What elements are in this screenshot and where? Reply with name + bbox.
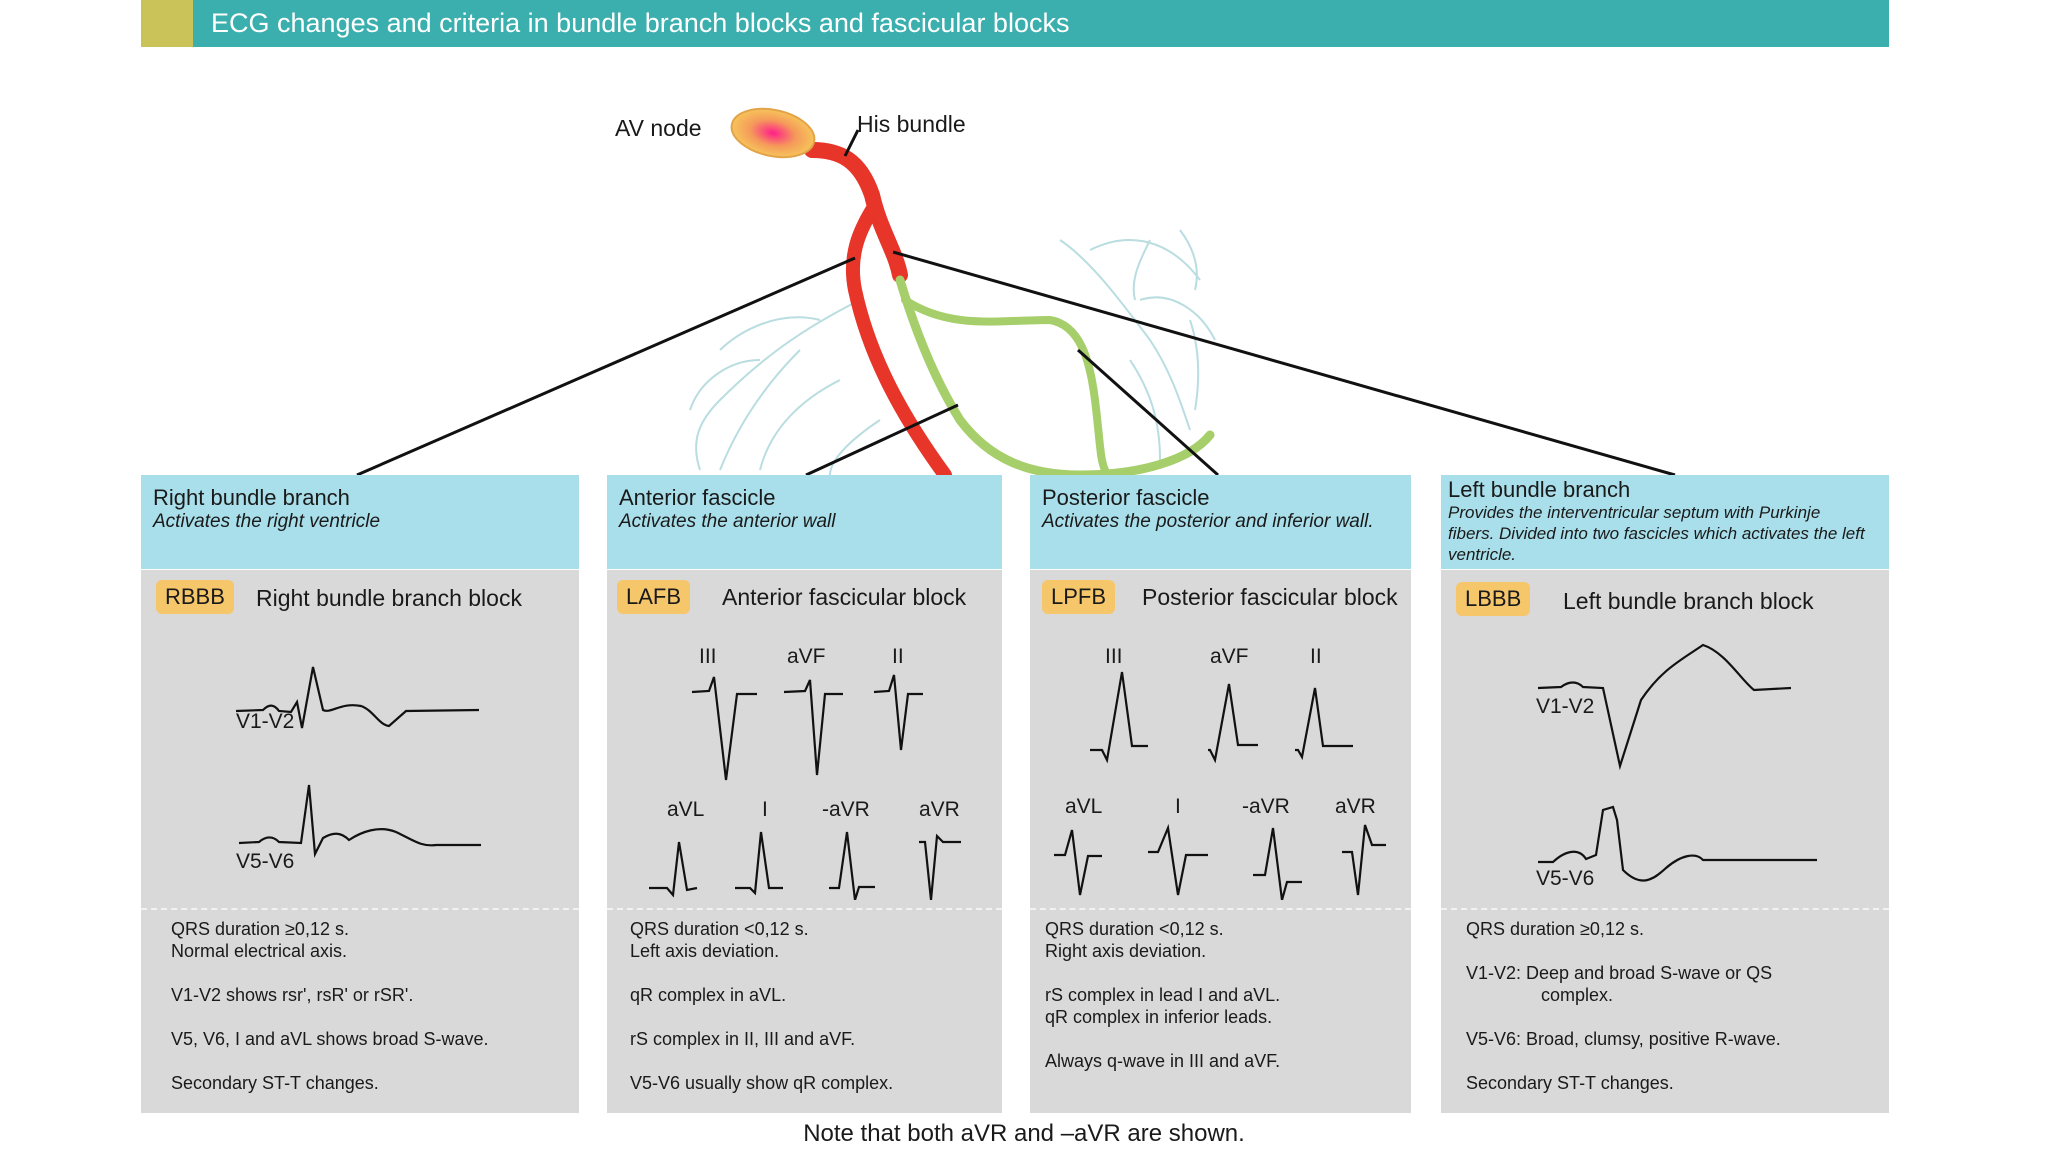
- lead-label: aVL: [667, 798, 705, 821]
- column-title: Left bundle branch: [1448, 477, 1631, 502]
- lead-label: III: [699, 645, 717, 668]
- criterion: Always q-wave in III and aVF.: [1045, 1051, 1281, 1071]
- lpfb-panel: LPFB Posterior fascicular block III aVF …: [1030, 570, 1411, 1113]
- title-banner: ECG changes and criteria in bundle branc…: [141, 0, 1889, 47]
- v1-v2-trace: [1537, 643, 1792, 771]
- rbbb-panel: RBBB Right bundle branch block V1-V2 V5-…: [141, 570, 579, 1113]
- criterion: V1-V2: Deep and broad S-wave or QS: [1466, 963, 1773, 983]
- criterion: V5-V6 usually show qR complex.: [630, 1073, 894, 1093]
- lbbb-badge: LBBB: [1456, 582, 1531, 616]
- lead-label: II: [1310, 645, 1322, 668]
- dashed-divider: [141, 908, 579, 910]
- lead-iii-trace: [691, 676, 757, 781]
- lead-label: aVF: [1210, 645, 1249, 668]
- block-name: Right bundle branch block: [256, 585, 522, 611]
- lead-label: aVL: [1065, 795, 1103, 818]
- v5-v6-trace: [238, 784, 481, 858]
- lead-label: -aVR: [1242, 795, 1290, 818]
- lead-label: aVF: [787, 645, 826, 668]
- column-subtitle: Activates the posterior and inferior wal…: [1042, 511, 1374, 532]
- criterion: V1-V2 shows rsr', rsR' or rSR'.: [171, 985, 414, 1005]
- lead-label: aVR: [919, 798, 960, 821]
- criterion: QRS duration <0,12 s.: [1045, 919, 1224, 939]
- lpfb-ecg-traces: [1054, 671, 1386, 900]
- criterion: QRS duration ≥0,12 s.: [1466, 919, 1644, 939]
- av-node-label: AV node: [615, 115, 702, 141]
- lead-avr-trace: [919, 833, 961, 900]
- lead-ii-trace: [873, 674, 923, 751]
- block-name: Left bundle branch block: [1563, 588, 1814, 614]
- v5-v6-trace: [1538, 805, 1817, 882]
- lead-label: I: [1175, 795, 1181, 818]
- lead-avf-trace: [1208, 683, 1258, 764]
- dashed-divider: [607, 908, 1002, 910]
- block-name: Posterior fascicular block: [1142, 584, 1398, 610]
- lead-label: V5-V6: [236, 850, 295, 873]
- lpfb-badge: LPFB: [1042, 580, 1116, 614]
- leader-lines: [356, 129, 1676, 477]
- lead-avl-trace: [1054, 829, 1102, 896]
- criterion: qR complex in inferior leads.: [1045, 1007, 1273, 1027]
- criterion: rS complex in lead I and aVL.: [1045, 985, 1281, 1005]
- anterior-fascicle-header: Anterior fascicle Activates the anterior…: [607, 475, 1002, 569]
- criterion: Normal electrical axis.: [171, 941, 348, 961]
- lead-label: III: [1105, 645, 1123, 668]
- criterion: qR complex in aVL.: [630, 985, 787, 1005]
- lead-minus-avr-trace: [1253, 827, 1302, 900]
- dashed-divider: [1030, 908, 1411, 910]
- lead-ii-trace: [1295, 687, 1353, 761]
- criterion: V5-V6: Broad, clumsy, positive R-wave.: [1466, 1029, 1781, 1049]
- lafb-badge: LAFB: [617, 580, 691, 614]
- left-bundle-branch-header: Left bundle branch Provides the interven…: [1441, 475, 1889, 569]
- page-title: ECG changes and criteria in bundle branc…: [211, 8, 1070, 38]
- v1-v2-trace: [235, 666, 480, 729]
- block-name: Anterior fascicular block: [722, 584, 967, 610]
- criterion: V5, V6, I and aVL shows broad S-wave.: [171, 1029, 489, 1049]
- lafb-ecg-traces: [649, 674, 961, 900]
- purkinje-fibers: [689, 229, 1216, 476]
- footer-note: Note that both aVR and –aVR are shown.: [803, 1120, 1245, 1147]
- dashed-divider: [1441, 908, 1889, 910]
- column-subtitle: Activates the right ventricle: [153, 511, 381, 532]
- column-title: Anterior fascicle: [619, 485, 776, 510]
- lead-label: V1-V2: [236, 710, 295, 733]
- rbbb-ecg-traces: [235, 666, 481, 858]
- lbbb-ecg-traces: [1537, 643, 1817, 882]
- lead-label: I: [762, 798, 768, 821]
- lead-minus-avr-trace: [829, 831, 875, 900]
- posterior-fascicle-header: Posterior fascicle Activates the posteri…: [1030, 475, 1411, 569]
- column-title: Posterior fascicle: [1042, 485, 1210, 510]
- column-subtitle: Provides the interventricular septum wit…: [1448, 503, 1865, 564]
- criterion: Secondary ST-T changes.: [1466, 1073, 1674, 1093]
- left-bundle-branch: [895, 275, 1215, 480]
- lead-avl-trace: [649, 841, 698, 898]
- lead-label: -aVR: [822, 798, 870, 821]
- lead-label: aVR: [1335, 795, 1376, 818]
- criterion: complex.: [1541, 985, 1614, 1005]
- lead-i-trace: [735, 831, 783, 896]
- criterion: rS complex in II, III and aVF.: [630, 1029, 856, 1049]
- lead-label: V5-V6: [1536, 867, 1595, 890]
- criterion: Left axis deviation.: [630, 941, 780, 961]
- column-subtitle: Activates the anterior wall: [619, 511, 836, 532]
- rbbb-badge: RBBB: [156, 580, 234, 614]
- lead-iii-trace: [1090, 671, 1148, 764]
- his-bundle-label: His bundle: [857, 111, 966, 137]
- av-node: [730, 107, 816, 159]
- lead-i-trace: [1148, 823, 1208, 896]
- lbbb-panel: LBBB Left bundle branch block V1-V2 V5-V…: [1441, 570, 1889, 1113]
- lead-avr-trace: [1342, 824, 1386, 896]
- lead-label: V1-V2: [1536, 695, 1595, 718]
- criterion: QRS duration ≥0,12 s.: [171, 919, 349, 939]
- criterion: QRS duration <0,12 s.: [630, 919, 809, 939]
- banner-accent: [141, 0, 193, 47]
- column-title: Right bundle branch: [153, 485, 350, 510]
- right-bundle-branch-header: Right bundle branch Activates the right …: [141, 475, 579, 569]
- criterion: Right axis deviation.: [1045, 941, 1207, 961]
- lead-label: II: [892, 645, 904, 668]
- criterion: Secondary ST-T changes.: [171, 1073, 379, 1093]
- lafb-panel: LAFB Anterior fascicular block III aVF I…: [607, 570, 1002, 1113]
- lead-avf-trace: [783, 679, 843, 776]
